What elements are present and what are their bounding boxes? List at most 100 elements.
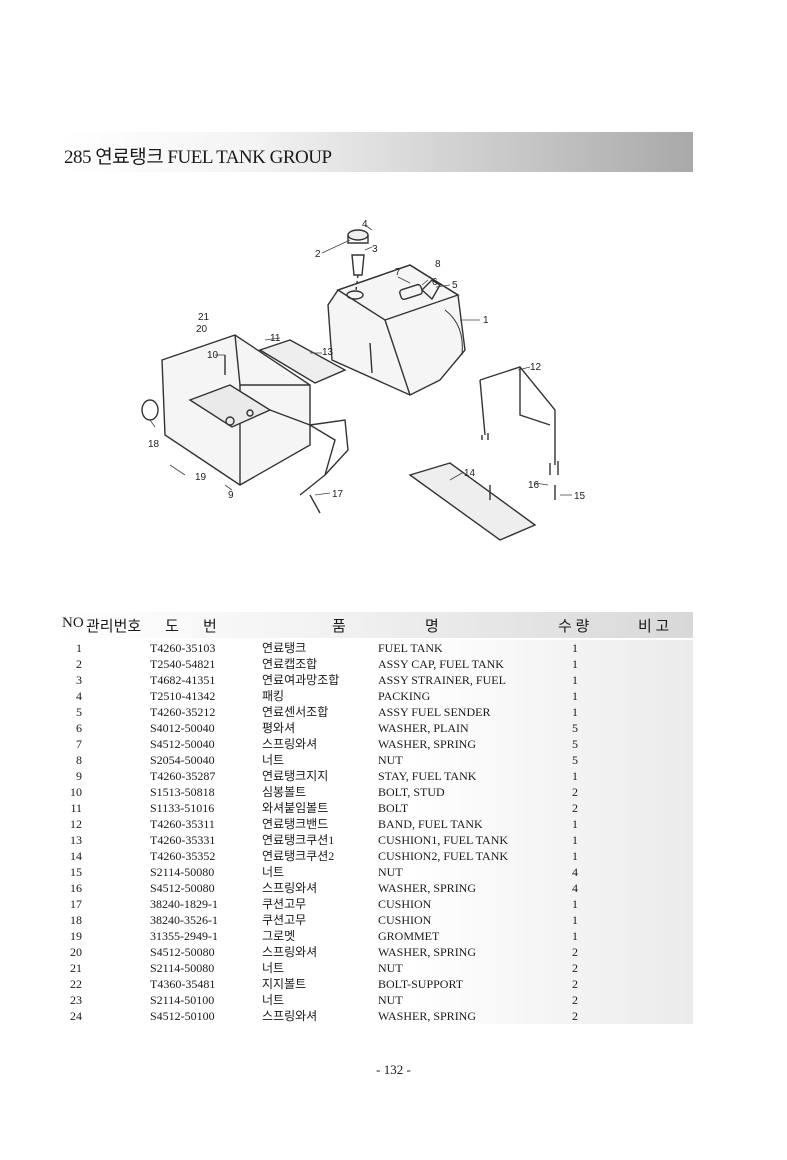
- callout-20: 20: [196, 324, 208, 335]
- part-number: T4260-35287: [150, 769, 216, 783]
- page-number: - 132 -: [376, 1062, 411, 1077]
- row-number: 1: [76, 641, 82, 655]
- section-number: 285: [64, 147, 92, 168]
- part-number: T4260-35212: [150, 705, 216, 719]
- part-name-kr: 연료센서조합: [262, 705, 329, 719]
- part-number: 31355-2949-1: [150, 929, 218, 943]
- parts-table-header: NO 관리번호 도 번 품 명 수 량 비 고: [60, 612, 693, 638]
- quantity: 2: [572, 785, 578, 799]
- quantity: 1: [572, 769, 578, 783]
- row-number: 19: [70, 929, 82, 943]
- part-name-kr: 그로멧: [262, 929, 296, 943]
- part-number: S2114-50080: [150, 865, 215, 879]
- callout-8: 8: [435, 259, 441, 270]
- part-name-en: CUSHION: [378, 897, 432, 911]
- quantity: 1: [572, 929, 578, 943]
- row-number: 12: [70, 817, 82, 831]
- part-name-en: CUSHION1, FUEL TANK: [378, 833, 509, 847]
- callout-12: 12: [530, 362, 542, 373]
- part-name-kr: 연료탱크: [262, 641, 307, 655]
- quantity: 1: [572, 833, 578, 847]
- col-no: NO: [62, 615, 84, 631]
- quantity: 2: [572, 1009, 578, 1023]
- part-name-en: FUEL TANK: [378, 641, 443, 655]
- part-name-kr: 평와셔: [262, 721, 296, 735]
- col-name-2: 명: [425, 619, 439, 635]
- quantity: 5: [572, 753, 578, 767]
- part-number: S2054-50040: [150, 753, 215, 767]
- col-drawing-1: 도: [165, 619, 179, 635]
- part-number: T4260-35331: [150, 833, 216, 847]
- part-number: T4260-35352: [150, 849, 216, 863]
- part-name-en: WASHER, SPRING: [378, 881, 477, 895]
- part-name-kr: 심봉볼트: [262, 785, 307, 799]
- part-name-kr: 너트: [262, 993, 285, 1007]
- row-number: 21: [70, 961, 82, 975]
- quantity: 1: [572, 641, 578, 655]
- part-name-en: WASHER, SPRING: [378, 1009, 477, 1023]
- part-number: S2114-50100: [150, 993, 215, 1007]
- part-number: T4360-35481: [150, 977, 216, 991]
- row-number: 14: [70, 849, 82, 863]
- quantity: 4: [572, 865, 578, 879]
- quantity: 2: [572, 961, 578, 975]
- part-name-en: NUT: [378, 961, 403, 975]
- row-number: 15: [70, 865, 82, 879]
- row-number: 9: [76, 769, 82, 783]
- part-number: T2540-54821: [150, 657, 216, 671]
- callout-19: 19: [195, 472, 207, 483]
- part-number: S4512-50080: [150, 881, 215, 895]
- part-number: S1513-50818: [150, 785, 215, 799]
- quantity: 1: [572, 897, 578, 911]
- quantity: 5: [572, 737, 578, 751]
- section-title-bar: 285 연료탱크 FUEL TANK GROUP: [60, 132, 693, 172]
- row-number: 8: [76, 753, 82, 767]
- row-number: 22: [70, 977, 82, 991]
- callout-16: 16: [528, 480, 540, 491]
- row-number: 24: [70, 1009, 82, 1023]
- quantity: 4: [572, 881, 578, 895]
- quantity: 5: [572, 721, 578, 735]
- callout-13: 13: [322, 347, 334, 358]
- part-name-kr: 지지볼트: [262, 977, 307, 991]
- part-number: 38240-3526-1: [150, 913, 218, 927]
- part-name-en: BOLT: [378, 801, 409, 815]
- section-title-en: FUEL TANK GROUP: [167, 147, 332, 168]
- row-number: 3: [76, 673, 82, 687]
- quantity: 2: [572, 977, 578, 991]
- part-number: T4260-35311: [150, 817, 215, 831]
- part-name-kr: 연료탱크쿠션1: [262, 833, 335, 847]
- part-name-en: CUSHION: [378, 913, 432, 927]
- col-name-1: 품: [332, 619, 346, 635]
- part-name-en: BAND, FUEL TANK: [378, 817, 483, 831]
- part-number: T2510-41342: [150, 689, 216, 703]
- col-mgmt: 관리번호: [86, 619, 142, 635]
- callout-21: 21: [198, 312, 210, 323]
- callout-7: 7: [395, 267, 401, 278]
- callout-14: 14: [464, 468, 476, 479]
- part-name-kr: 스프링와셔: [262, 1009, 318, 1023]
- part-name-kr: 연료탱크밴드: [262, 817, 329, 831]
- part-number: S4512-50040: [150, 737, 215, 751]
- part-name-kr: 너트: [262, 961, 285, 975]
- callout-18: 18: [148, 439, 160, 450]
- section-title: 285 연료탱크 FUEL TANK GROUP: [64, 142, 332, 169]
- quantity: 1: [572, 673, 578, 687]
- part-name-en: STAY, FUEL TANK: [378, 769, 477, 783]
- callout-6: 6: [432, 277, 438, 288]
